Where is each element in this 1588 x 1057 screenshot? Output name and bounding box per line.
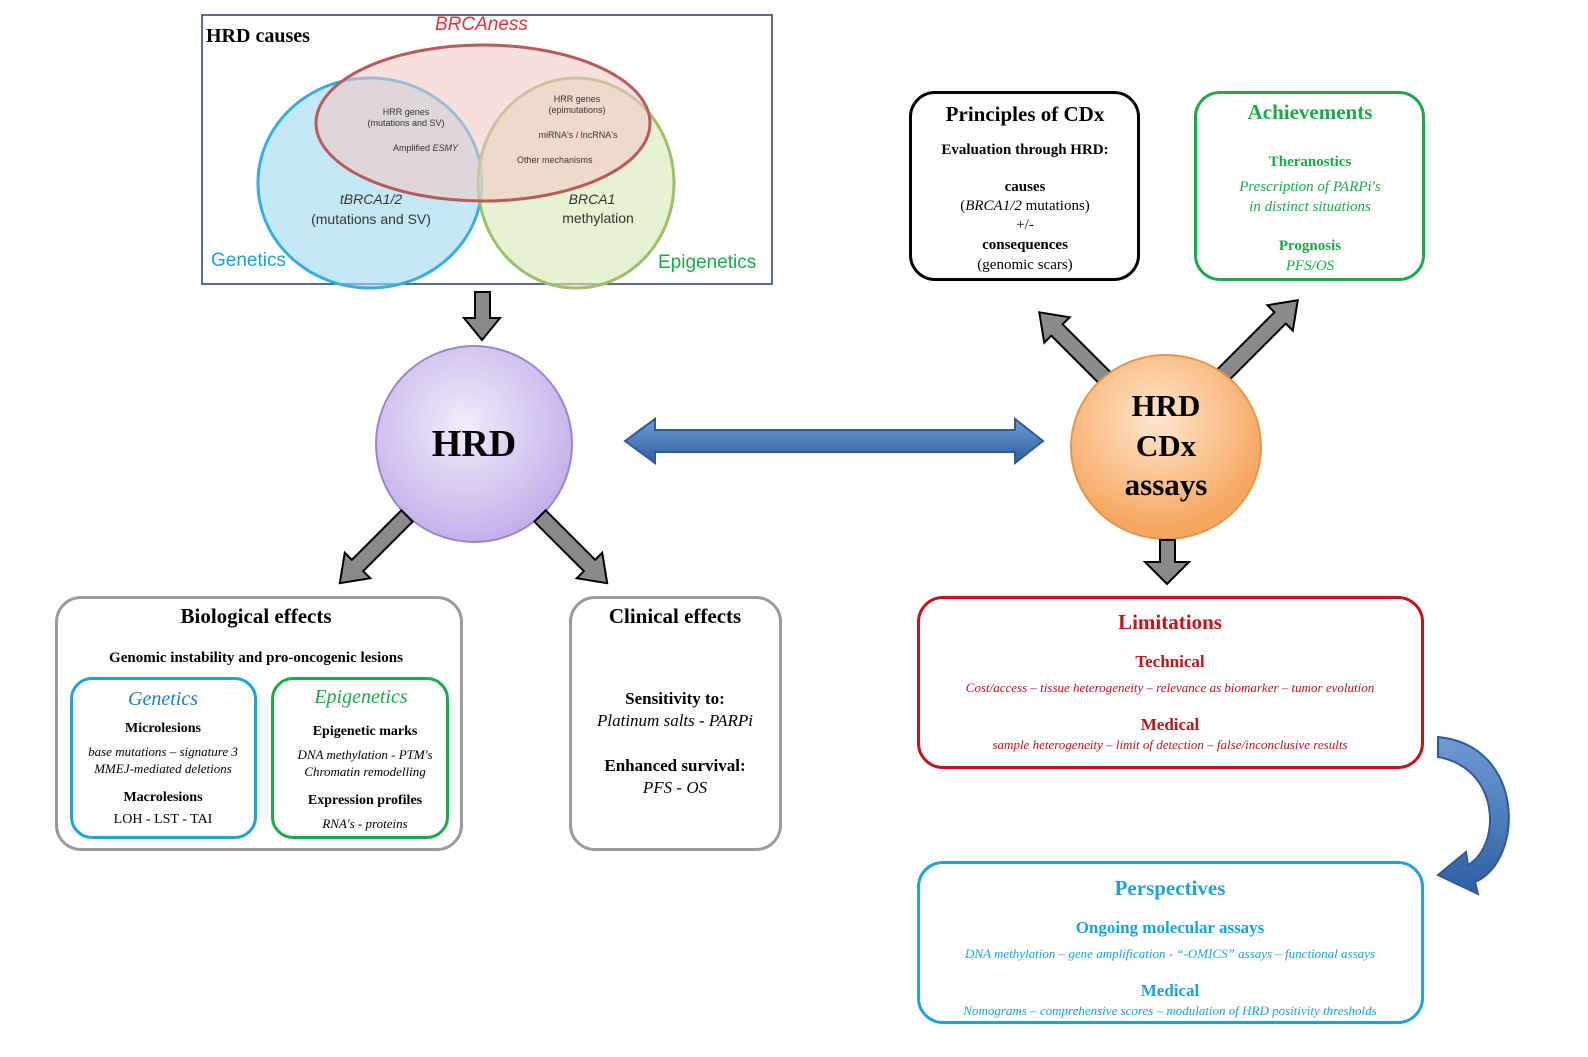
hrd-causes-title: HRD causes — [206, 25, 310, 47]
sensitivity-value: Platinum salts - PARPi — [597, 711, 753, 730]
mirna-label: miRNA's / lncRNA's — [538, 130, 618, 140]
brca1-line1: BRCA1 — [568, 191, 616, 207]
arrow-cdx-to-achievements — [1212, 299, 1299, 386]
amplified-label: Amplified ESMY — [393, 143, 458, 153]
principles-title: Principles of CDx — [945, 102, 1105, 126]
principles-causes-detail: (BRCA1/2 mutations) — [960, 198, 1090, 214]
genetics-label: Genetics — [211, 250, 286, 271]
limitations-medical-line1: sample heterogeneity – limit of detectio… — [992, 737, 1348, 752]
survival-label: Enhanced survival: — [604, 756, 746, 775]
sensitivity-label: Sensitivity to: — [625, 689, 725, 708]
principles-pm: +/- — [1016, 217, 1034, 233]
amplified-gene: ESMY — [432, 143, 459, 153]
hrr-genes-mut-line2: (mutations and SV) — [367, 118, 445, 128]
prognosis-line1: PFS/OS — [1285, 258, 1335, 274]
theranostics-label: Theranostics — [1268, 154, 1352, 170]
hrr-genes-epi-line1: HRR genes — [553, 94, 601, 104]
perspectives-box — [917, 861, 1424, 1024]
microlesions-line1: base mutations – signature 3 — [88, 744, 238, 759]
cdx-node-line1: HRD — [1131, 388, 1201, 423]
double-arrow-hrd-cdx — [623, 416, 1045, 466]
epigenetics-label: Epigenetics — [658, 252, 757, 273]
arrow-hrd-to-biological — [338, 508, 415, 585]
expression-profiles-label: Expression profiles — [307, 793, 423, 808]
curved-arrow-limitations-to-perspectives — [1436, 735, 1510, 896]
principles-scars: (genomic scars) — [977, 257, 1073, 273]
macrolesions-label: Macrolesions — [123, 790, 203, 805]
tbrca-line1: tBRCA1/2 — [339, 191, 403, 207]
hrd-circle — [375, 345, 573, 543]
bio-epigenetics-title: Epigenetics — [314, 686, 408, 708]
hrd-node-label: HRD — [431, 423, 517, 465]
brcaness-ellipse — [314, 43, 652, 203]
principles-causes-rest: mutations) — [1021, 198, 1090, 214]
arrow-causes-to-hrd — [461, 291, 503, 342]
biological-title: Biological effects — [180, 604, 332, 628]
clinical-effects-box — [569, 596, 782, 851]
principles-box — [909, 91, 1140, 281]
cdx-node-line3: assays — [1124, 467, 1208, 502]
bio-genetics-box — [70, 677, 257, 839]
theranostics-line1: Prescription of PARPi's — [1239, 179, 1381, 195]
prognosis-label: Prognosis — [1278, 238, 1342, 254]
perspectives-ongoing-label: Ongoing molecular assays — [1075, 918, 1265, 937]
microlesions-label: Microlesions — [125, 721, 201, 736]
brca1-line2: methylation — [562, 210, 634, 226]
arrow-cdx-to-limitations — [1142, 539, 1192, 586]
principles-causes: causes — [1004, 179, 1046, 195]
perspectives-title: Perspectives — [1114, 876, 1226, 900]
cdx-node-line2: CDx — [1135, 428, 1197, 463]
epigenetic-marks-line1: DNA methylation - PTM's — [297, 747, 433, 762]
principles-causes-gene: BRCA1/2 — [965, 198, 1022, 214]
clinical-title: Clinical effects — [608, 604, 742, 628]
arrow-hrd-to-clinical — [532, 508, 609, 585]
macrolesions-line1: LOH - LST - TAI — [113, 812, 213, 827]
bio-genetics-title: Genetics — [128, 688, 198, 710]
amplified-text: Amplified — [393, 143, 431, 153]
bio-epigenetics-box — [271, 677, 449, 839]
perspectives-medical-label: Medical — [1140, 981, 1200, 1000]
epigenetic-marks-label: Epigenetic marks — [312, 724, 418, 739]
tbrca-line2: (mutations and SV) — [311, 211, 431, 227]
theranostics-line2: in distinct situations — [1249, 199, 1371, 215]
limitations-medical-label: Medical — [1140, 715, 1200, 734]
perspectives-medical-line1: Nomograms – comprehensive scores – modul… — [963, 1003, 1377, 1018]
other-mechanisms-label: Other mechanisms — [517, 155, 593, 165]
perspectives-ongoing-line1: DNA methylation – gene amplification - “… — [965, 946, 1375, 961]
limitations-technical-line1: Cost/access – tissue heterogeneity – rel… — [965, 680, 1375, 695]
hrr-genes-mut-line1: HRR genes — [382, 107, 430, 117]
limitations-technical-label: Technical — [1135, 652, 1205, 671]
principles-consequences: consequences — [982, 237, 1068, 253]
achievements-box — [1194, 91, 1425, 281]
epigenetic-marks-line2: Chromatin remodelling — [304, 764, 426, 779]
principles-eval: Evaluation through HRD: — [941, 142, 1109, 158]
expression-profiles-line1: RNA's - proteins — [322, 816, 408, 831]
brcaness-label: BRCAness — [435, 14, 528, 35]
limitations-box — [917, 596, 1424, 769]
arrow-cdx-to-principles — [1038, 311, 1118, 391]
hrr-genes-epi-line2: (epimutations) — [548, 105, 606, 115]
microlesions-line2: MMEJ-mediated deletions — [94, 761, 232, 776]
survival-value: PFS - OS — [642, 778, 708, 797]
biological-subtitle: Genomic instability and pro-oncogenic le… — [109, 650, 403, 666]
limitations-title: Limitations — [1118, 610, 1222, 634]
achievements-title: Achievements — [1247, 100, 1373, 124]
